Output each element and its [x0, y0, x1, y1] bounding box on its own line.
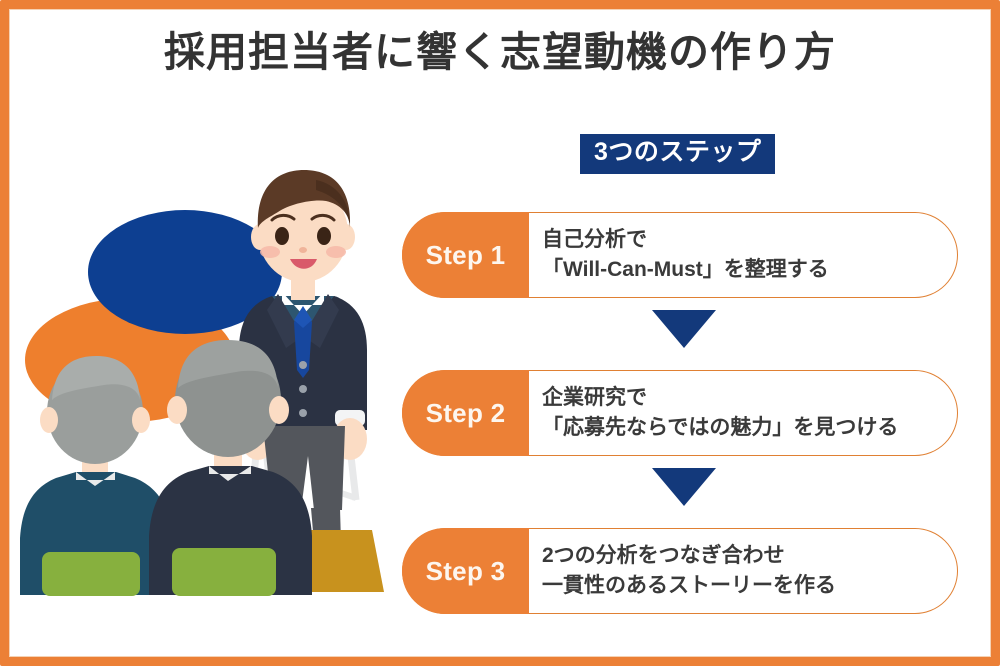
step-text-2-line1: 企業研究で: [542, 385, 647, 409]
step-text-3-line2: 一貫性のあるストーリーを作る: [542, 574, 836, 597]
arrow-down-icon-2: [652, 468, 716, 506]
step-text-1: 自己分析で 「Will-Can-Must」を整理する: [542, 212, 940, 298]
interviewer-right-figure: [149, 340, 312, 596]
step-badge-3: Step 3: [402, 528, 529, 614]
interviewer-left-figure: [20, 356, 172, 596]
interview-illustration: [20, 100, 400, 645]
steps-section-badge: 3つのステップ: [580, 134, 776, 174]
step-row-1: Step 1 自己分析で 「Will-Can-Must」を整理する: [402, 212, 958, 298]
step-text-1-line2: 「Will-Can-Must」を整理する: [542, 258, 829, 281]
step-row-2: Step 2 企業研究で 「応募先ならではの魅力」を見つける: [402, 370, 958, 456]
page-title: 採用担当者に響く志望動機の作り方: [164, 29, 836, 75]
step-text-2: 企業研究で 「応募先ならではの魅力」を見つける: [542, 370, 940, 456]
step-text-3: 2つの分析をつなぎ合わせ 一貫性のあるストーリーを作る: [542, 528, 940, 614]
arrow-down-icon-1: [652, 310, 716, 348]
step-text-3-line1: 2つの分析をつなぎ合わせ: [542, 543, 785, 567]
step-text-1-line1: 自己分析で: [542, 227, 647, 251]
step-text-2-line2: 「応募先ならではの魅力」を見つける: [542, 416, 899, 439]
step-badge-2: Step 2: [402, 370, 529, 456]
step-badge-1: Step 1: [402, 212, 529, 298]
step-row-3: Step 3 2つの分析をつなぎ合わせ 一貫性のあるストーリーを作る: [402, 528, 958, 614]
